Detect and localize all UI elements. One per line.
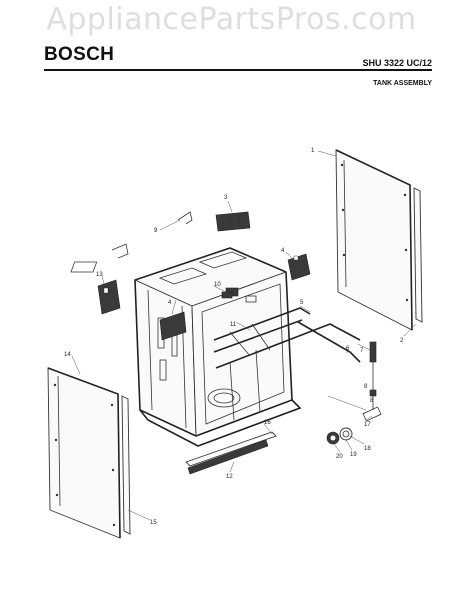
callout-1: 1 — [311, 148, 315, 154]
right-trim-strip — [413, 187, 423, 323]
callout-8-upper: 8 — [364, 384, 368, 390]
callout-4-right: 4 — [281, 248, 285, 254]
callout-15: 15 — [150, 520, 157, 526]
callout-6: 6 — [346, 346, 350, 352]
inlet-connector — [369, 341, 377, 410]
right-side-panel — [335, 149, 413, 331]
left-side-panel — [47, 367, 121, 539]
callout-18: 18 — [364, 446, 371, 452]
left-trim-strip — [121, 395, 131, 535]
bottom-strip — [185, 431, 277, 467]
callout-20: 20 — [336, 454, 343, 460]
callout-11: 11 — [230, 322, 237, 328]
rack-rails — [213, 307, 361, 421]
callout-7: 7 — [360, 348, 364, 354]
base-rail — [187, 439, 269, 475]
callout-3: 3 — [224, 195, 228, 201]
callout-2: 2 — [400, 338, 404, 344]
callout-10: 10 — [214, 282, 221, 288]
callout-14: 14 — [64, 352, 71, 358]
inner-bracket — [159, 311, 187, 341]
upper-clip — [221, 291, 233, 299]
callout-19: 19 — [350, 452, 357, 458]
watermark: AppliancePartsPros.com — [46, 2, 417, 37]
callout-12: 12 — [226, 474, 233, 480]
header-rule — [44, 69, 432, 71]
section-title: TANK ASSEMBLY — [373, 80, 432, 87]
brand-logo: BOSCH — [44, 44, 115, 65]
right-hinge-bracket — [287, 253, 311, 281]
callout-5: 5 — [300, 300, 304, 306]
callout-13: 13 — [96, 272, 103, 278]
left-hinge-bracket — [97, 279, 121, 315]
small-brackets — [111, 211, 193, 259]
callout-8-lower: 8 — [370, 398, 374, 404]
callout-4-left: 4 — [168, 300, 172, 306]
drain-fittings — [326, 406, 382, 445]
tank-body — [70, 247, 302, 447]
top-bracket — [215, 211, 251, 232]
callout-16: 16 — [264, 420, 271, 426]
leader-lines — [71, 150, 417, 521]
callout-labels: 1 2 3 4 4 5 6 7 8 8 9 10 11 12 13 14 15 … — [64, 148, 404, 526]
callout-9: 9 — [154, 228, 158, 234]
callout-17: 17 — [364, 422, 371, 428]
model-number: SHU 3322 UC/12 — [362, 58, 432, 68]
